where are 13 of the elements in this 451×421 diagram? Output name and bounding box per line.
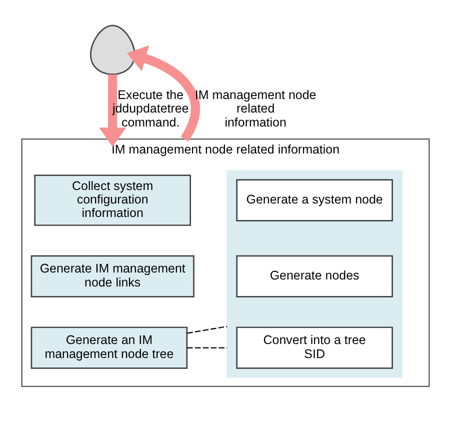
connector <box>187 347 228 348</box>
edge-label: IM management node related information <box>194 88 316 130</box>
node-box: Generate a system node <box>236 179 393 222</box>
node-box: Generate nodes <box>236 255 393 298</box>
node-box: Collect system configuration information <box>34 174 191 226</box>
node-person <box>90 24 136 75</box>
edge-label: Execute the jddupdatetree command. <box>112 88 189 130</box>
node-box: Generate IM management node links <box>30 255 194 298</box>
cluster <box>226 170 403 378</box>
arrow <box>99 74 126 147</box>
connector <box>187 326 228 334</box>
node-box: Generate an IM management node tree <box>30 326 188 369</box>
node-box: Convert into a tree SID <box>236 326 393 369</box>
